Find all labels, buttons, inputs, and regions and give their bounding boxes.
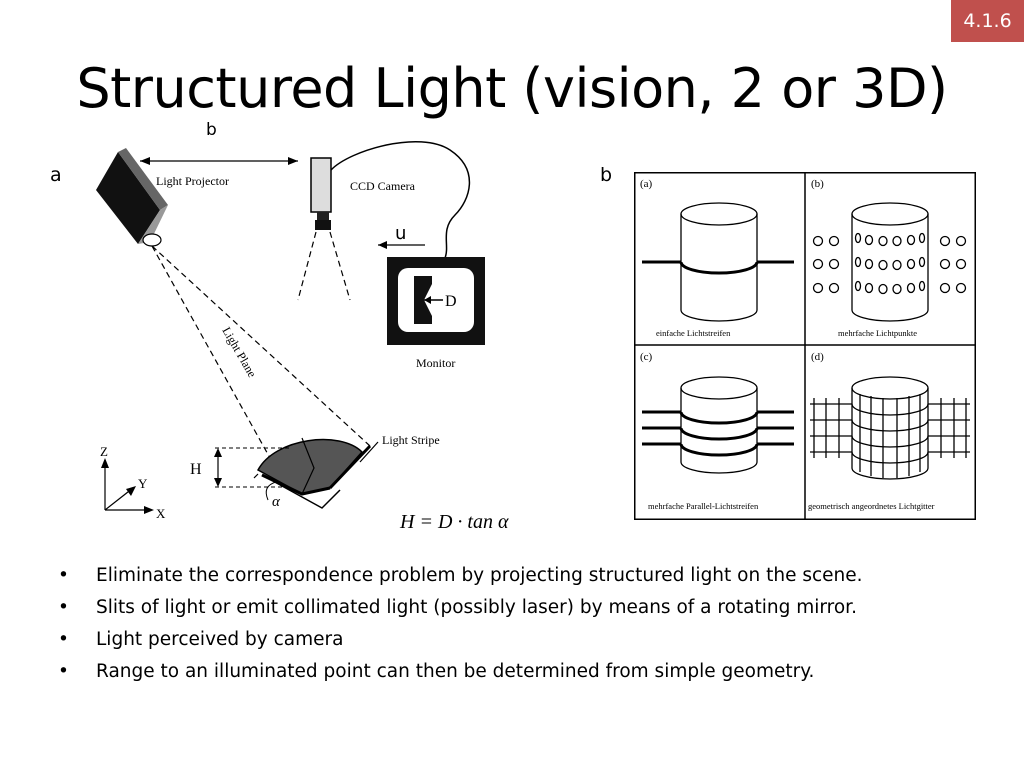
panel-a-tag: (a) [640,178,653,190]
illuminated-object [253,437,372,509]
panel-a-caption: einfache Lichtstreifen [656,328,731,338]
axis-z-label: Z [100,444,108,459]
monitor-d-label: D [445,293,457,310]
u-label: u [395,223,407,244]
pattern-panel-a: (a) einfache Lichtstreifen [640,178,794,338]
monitor-icon [387,257,485,345]
bullet-item: • Light perceived by camera [58,624,998,656]
bullet-item: • Slits of light or emit collimated light… [58,592,998,624]
formula: H = D · tan α [399,511,509,533]
pattern-panel-d: (d) geometrisch angeordnetes Lichtgitter [808,351,970,511]
bullet-text: Slits of light or emit collimated light … [96,597,857,618]
xyz-axes-icon [101,458,154,514]
pattern-panel-c: (c) mehrfache Parallel-Lichtstreifen [640,351,794,511]
height-h-label: H [190,461,202,478]
bullet-dot: • [58,661,69,682]
panel-c-caption: mehrfache Parallel-Lichtstreifen [648,501,759,511]
slide-title: Structured Light (vision, 2 or 3D) [76,57,948,120]
panel-b-tag: (b) [811,178,824,190]
baseline-b-label: b [206,120,217,140]
light-pattern-grid: (a) einfache Lichtstreifen (b) [634,172,976,520]
light-projector-label: Light Projector [156,174,229,188]
panel-c-tag: (c) [640,351,653,363]
bullet-text: Light perceived by camera [96,629,344,650]
axis-y-label: Y [138,476,148,491]
panel-d-caption: geometrisch angeordnetes Lichtgitter [808,501,935,511]
angle-alpha-label: α [272,494,281,510]
bullet-dot: • [58,565,69,586]
axis-x-label: X [156,506,166,521]
ccd-camera-icon [310,157,332,230]
bullet-text: Range to an illuminated point can then b… [96,661,815,682]
ccd-camera-label: CCD Camera [350,179,416,193]
bullet-dot: • [58,629,69,650]
slide-number-badge: 4.1.6 [951,0,1024,42]
light-stripe-label: Light Stripe [382,433,440,447]
light-projector-icon [96,148,168,247]
panel-d-tag: (d) [811,351,824,363]
monitor-label: Monitor [416,356,455,370]
bullet-list: • Eliminate the correspondence problem by… [58,560,998,688]
figure-b-label: b [600,164,613,186]
structured-light-setup-diagram: Light Projector CCD Camera D Monitor Lig… [96,141,509,533]
panel-b-caption: mehrfache Lichtpunkte [838,328,917,338]
bullet-dot: • [58,597,69,618]
light-plane-label: Light Plane [219,325,259,380]
pattern-panel-b: (b) mehrfache Lichtpunkte [811,178,967,338]
bullet-text: Eliminate the correspondence problem by … [96,565,863,586]
bullet-item: • Eliminate the correspondence problem by… [58,560,998,592]
bullet-item: • Range to an illuminated point can then … [58,656,998,688]
figure-a-label: a [50,164,62,186]
